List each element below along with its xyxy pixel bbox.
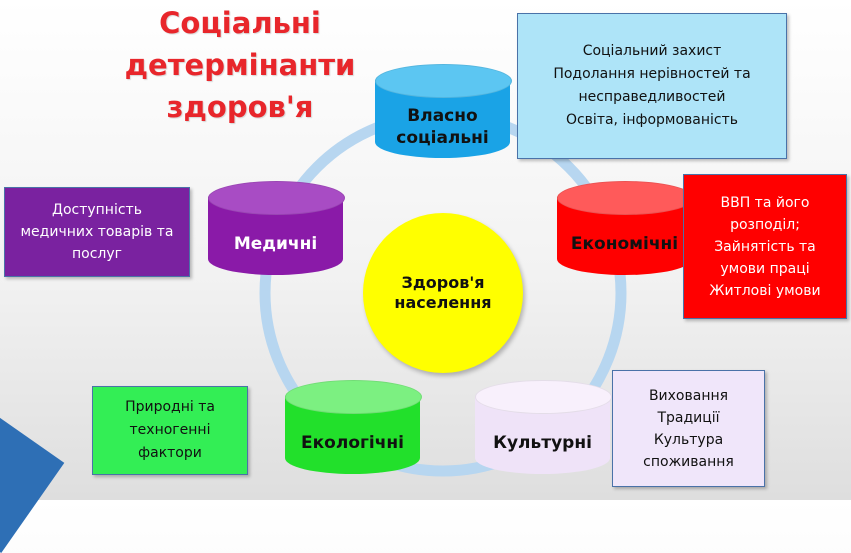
center-circle: Здоров'я населення [363,213,523,373]
node-vlasno-sotsialni: Власно соціальні [375,64,512,174]
center-label: Здоров'я населення [394,273,492,312]
box-vlasno-details: Соціальний захист Подолання нерівностей … [517,13,787,159]
box-kulturni-details: Виховання Традиції Культура споживання [612,370,765,487]
box-ekolohichni-details: Природні та техногенні фактори [92,386,248,475]
box-ekonomichni-details: ВВП та його розподіл; Зайнятість та умов… [683,174,847,319]
node-ekolohichni-label: Екологічні [301,433,404,453]
node-ekonomichni: Економічні [557,181,694,291]
node-kulturni: Культурні [475,380,612,490]
box-medychni-details: Доступність медичних товарів та послуг [4,187,190,277]
node-medychni: Медичні [208,181,345,291]
node-kulturni-label: Культурні [493,433,592,453]
node-medychni-label: Медичні [233,234,318,254]
page-title: Соціальні детермінанти здоров'я [124,6,356,124]
node-ekonomichni-label: Економічні [570,234,679,254]
node-ekolohichni: Екологічні [285,380,422,490]
node-vlasno-label: Власно соціальні [396,106,489,148]
